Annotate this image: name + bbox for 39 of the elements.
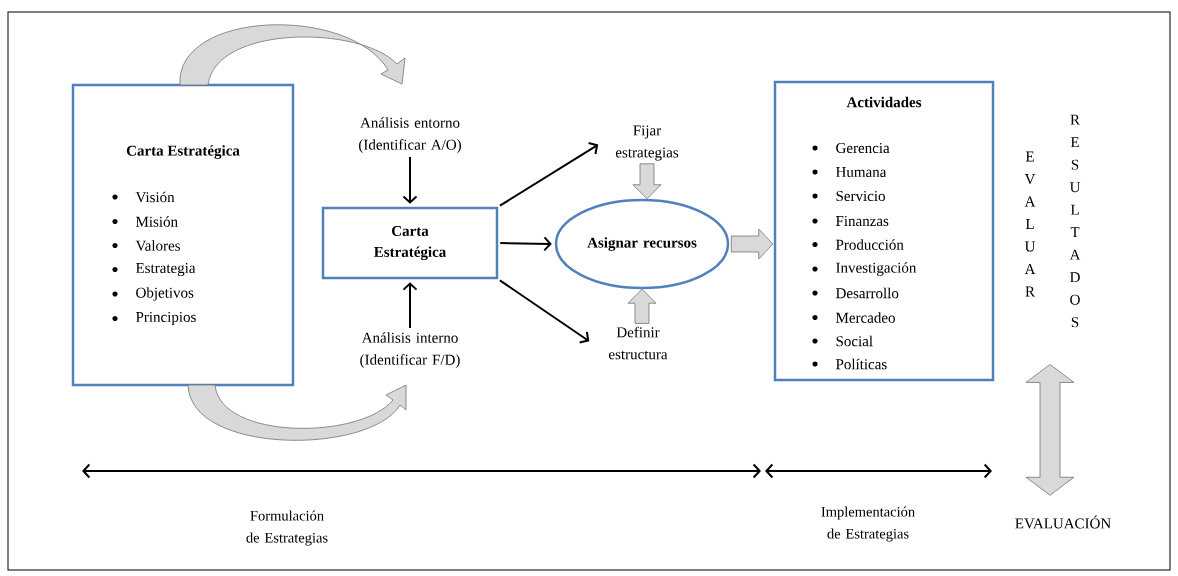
list-item: Desarrollo [812,287,899,299]
list-item: Gerencia [812,142,890,154]
arrow [499,236,552,252]
list-item: Humana [812,167,887,177]
heading: Actividades [846,96,922,108]
list-item: Mercadeo [812,312,895,323]
text-label: EVALUACIÓN [1015,515,1111,529]
text-label: Definir estructura [609,326,668,360]
curved-block-arrow [179,24,406,86]
heading: Carta Estratégica [126,145,240,159]
block-arrow [632,163,662,200]
process-box: Carta Estratégica [321,206,499,280]
arrow [402,156,418,204]
block-arrow [1025,364,1075,496]
list-item: Servicio [812,190,885,202]
phase-label: Implementación de Estrategias [821,506,915,542]
block-arrow [627,288,657,324]
text-label: Fijar estrategias [615,125,679,161]
block-arrow [730,228,774,260]
list-item: Producción [812,239,904,250]
text-label: Análisis interno (Identificar F/D) [360,332,460,368]
phase-label: Formulación de Estrategias [246,510,328,546]
arrow [402,282,418,329]
text-label: Análisis entorno (Identificar A/O) [359,117,461,153]
list-item: Social [812,335,873,347]
curved-block-arrow [187,384,407,441]
arrow [498,141,599,207]
list-item: Estrategia [112,262,196,277]
vertical-text: RESULTADOS [1069,114,1081,328]
list-item: Finanzas [812,215,889,227]
list-item: Principios [112,311,196,326]
list-item: Políticas [812,358,887,370]
list-item: Misión [112,216,178,227]
vertical-text: EVALUAR [1024,151,1036,297]
list-item: Investigación [812,262,917,276]
arrow [498,279,590,344]
list-item: Valores [112,240,180,251]
list-item: Visión [112,191,175,203]
list-item: Objetivos [112,287,194,301]
